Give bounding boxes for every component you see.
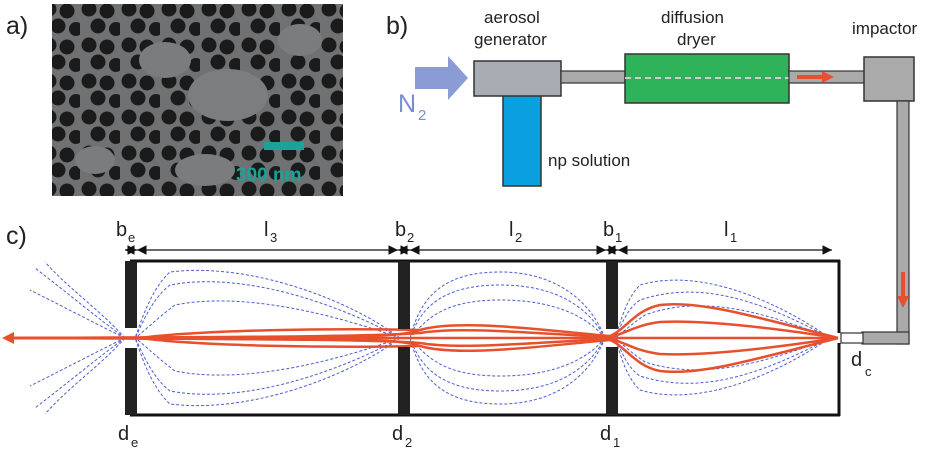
aperture-2-bottom [398,347,410,415]
aperture-1-top [606,261,618,329]
critical-orifice [840,332,864,344]
label-l2-sub: 2 [515,230,522,245]
gas-inlet-arrow [415,56,468,100]
label-de-sub: e [131,435,138,450]
label-dc-sub: c [865,364,872,379]
label-de: d [118,423,129,445]
aperture-1-bottom [606,347,618,415]
flow-arrow [897,296,909,308]
np-solution-reservoir [502,91,542,187]
dryer-label-line1: diffusion [661,8,724,27]
tube-segment [560,70,626,84]
label-l3: l [264,219,268,241]
diffusion-dryer [624,53,790,104]
exit-beam-arrow [2,332,14,344]
dryer-label-line2: dryer [677,30,716,49]
label-d2: d [392,423,403,445]
label-b1-sub: 1 [615,230,622,245]
gas-label: N [398,90,416,118]
gas-subscript: 2 [418,107,426,124]
aerosol-setup: N 2 np solution aerosol generator diffus… [398,8,918,345]
gas-streamlines [29,261,831,415]
label-dc: d [851,349,862,371]
particle-trajectories [9,302,839,374]
label-l3-sub: 3 [270,230,277,245]
panel-label-b: b) [386,12,408,40]
aerodynamic-lens: b e l 3 b 2 l 2 b 1 l 1 d e d 2 d 1 d c [2,219,872,450]
label-be-sub: e [128,230,135,245]
panel-label-a: a) [6,12,28,40]
impactor [863,56,915,102]
label-d2-sub: 2 [405,435,412,450]
label-l1-sub: 1 [730,230,737,245]
label-d1: d [600,423,611,445]
flow-arrow [822,71,834,83]
label-b2: b [395,219,406,241]
np-solution-label: np solution [548,151,630,170]
panel-label-c: c) [6,222,27,250]
scale-bar [264,142,304,150]
label-b2-sub: 2 [407,230,414,245]
label-l2: l [509,219,513,241]
tem-micrograph: 300 nm [52,4,343,196]
aperture-exit-bottom [125,348,137,415]
label-b1: b [603,219,614,241]
scale-bar-label: 300 nm [236,165,301,186]
label-be: b [116,219,127,241]
generator-label-line1: aerosol [484,8,540,27]
generator-label-line2: generator [474,30,547,49]
aerosol-generator [473,60,562,97]
label-d1-sub: 1 [613,435,620,450]
tube-segment [861,331,910,345]
aperture-2-top [398,261,410,329]
impactor-label: impactor [852,19,918,38]
label-l1: l [724,219,728,241]
aperture-exit-top [125,261,137,328]
